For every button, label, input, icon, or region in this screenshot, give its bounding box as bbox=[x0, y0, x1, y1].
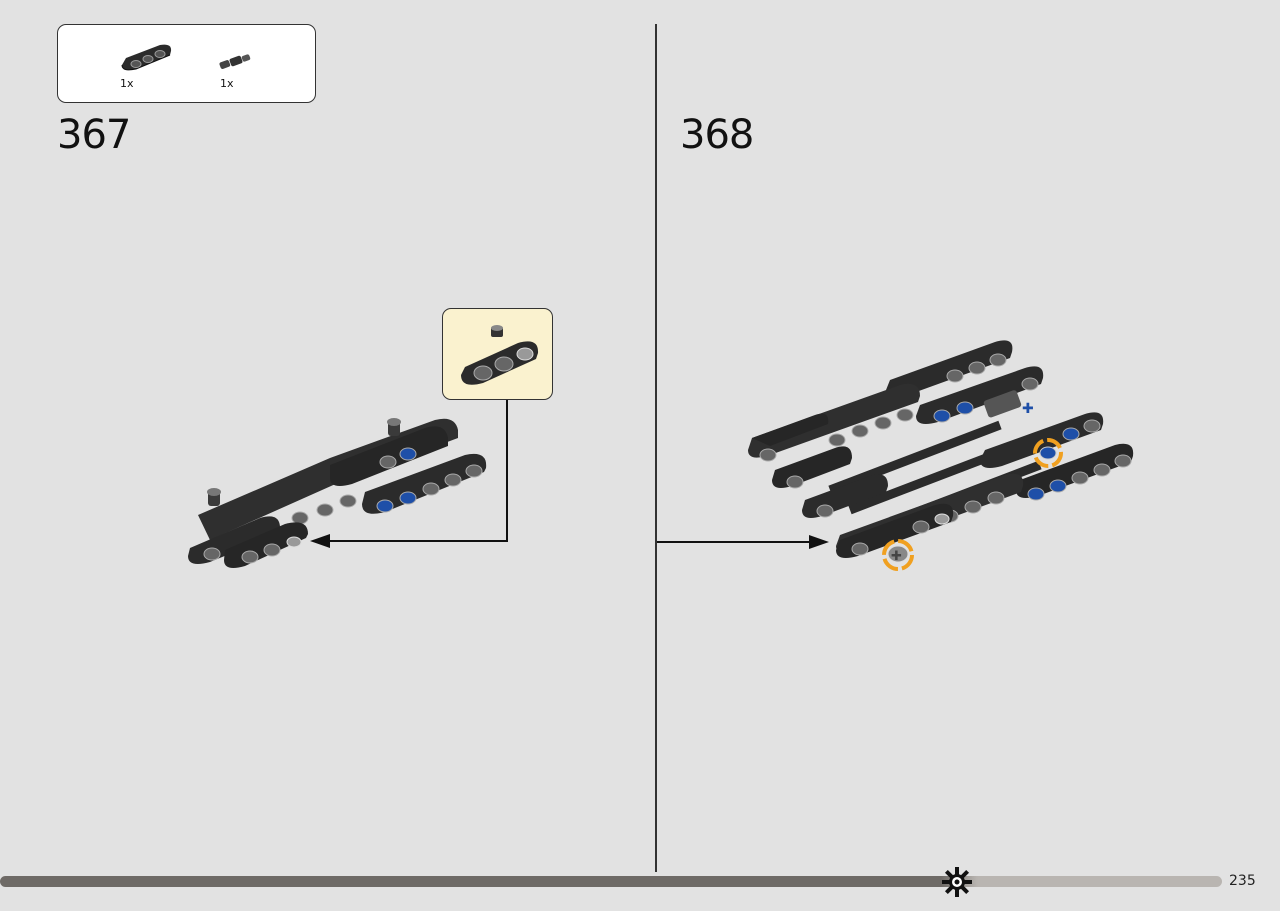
parts-list-box: 1x 1x bbox=[57, 24, 316, 103]
step-number: 367 bbox=[57, 112, 131, 158]
axle-pin-connector-icon bbox=[219, 54, 251, 69]
svg-text:✚: ✚ bbox=[891, 549, 902, 564]
part-quantity: 1x bbox=[120, 77, 134, 90]
step-divider bbox=[655, 24, 657, 872]
gear-progress-icon bbox=[942, 867, 972, 897]
progress-bar bbox=[0, 876, 1222, 887]
step-367-model bbox=[188, 418, 487, 568]
part-quantity: 1x bbox=[220, 77, 234, 90]
beam-3-black-icon bbox=[461, 325, 539, 385]
page-number: 235 bbox=[1229, 873, 1256, 889]
step-368-arrow bbox=[657, 535, 829, 549]
sub-assembly-callout bbox=[442, 308, 553, 400]
step-368-model: ✚ ✚ bbox=[748, 340, 1134, 571]
step-number: 368 bbox=[680, 112, 754, 158]
parts-list-art bbox=[121, 44, 251, 71]
beam-3-black-icon bbox=[121, 44, 172, 71]
svg-text:✚: ✚ bbox=[1022, 401, 1034, 417]
callout-arrow bbox=[310, 400, 508, 548]
